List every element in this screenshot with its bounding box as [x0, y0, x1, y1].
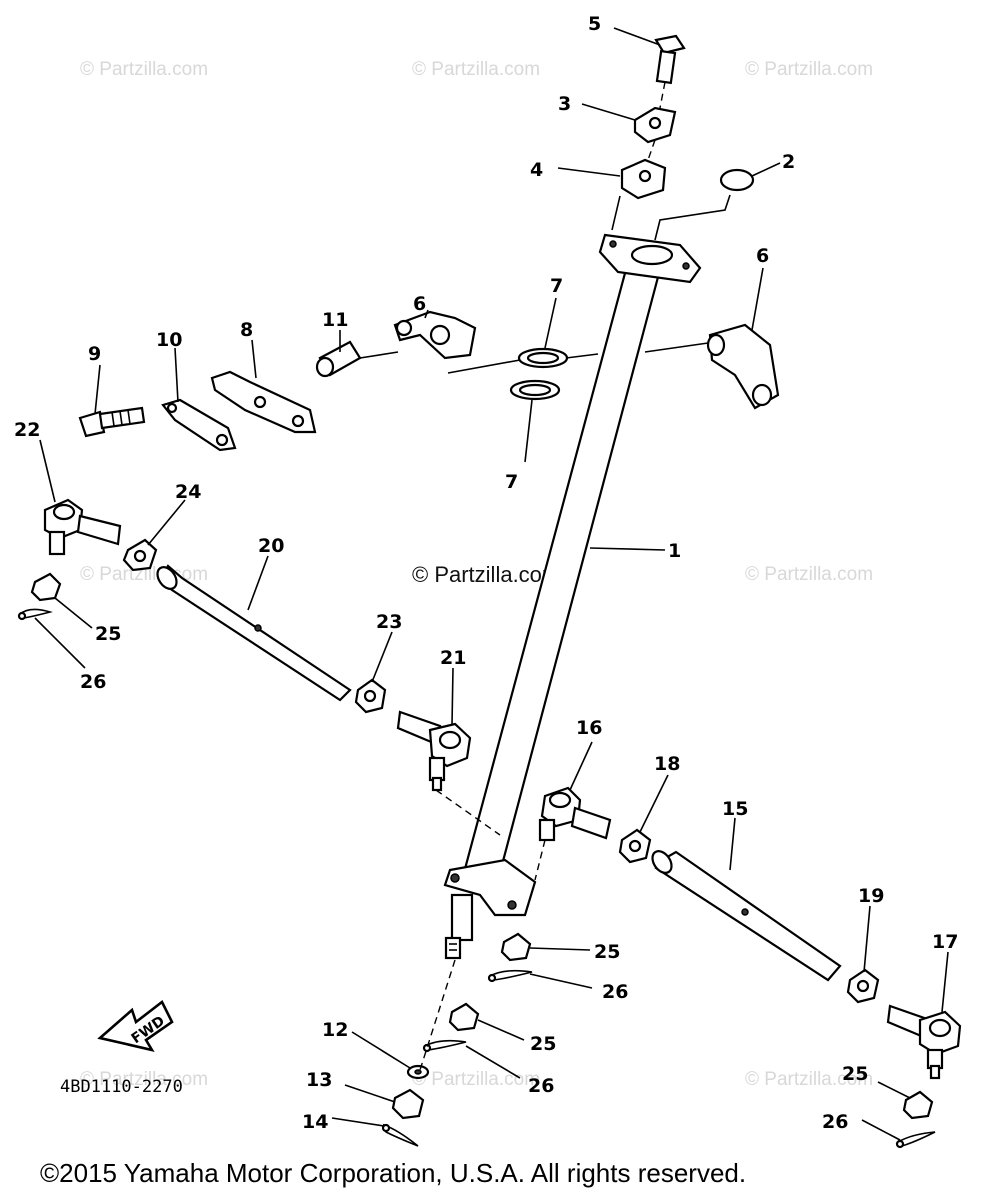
cotter-pin-part-14 [381, 1123, 419, 1147]
nut-part-19 [846, 968, 880, 1004]
callout-26: 26 [80, 671, 106, 693]
watermark: © Partzilla.com [745, 1069, 873, 1090]
nut-part-23 [354, 678, 387, 714]
callout-21: 21 [440, 647, 466, 669]
callout-13: 13 [306, 1069, 332, 1091]
callout-7: 7 [550, 275, 563, 297]
callout-18: 18 [654, 753, 680, 775]
cotter-pin-part-26-left [17, 608, 53, 621]
leader-lines [34, 27, 949, 1141]
collar-part-11 [315, 340, 362, 378]
tie-rod-end-part-16 [538, 786, 612, 842]
callout-16: 16 [576, 717, 602, 739]
callout-1: 1 [668, 540, 681, 562]
tie-rod-end-part-22 [43, 498, 122, 556]
watermark: © Partzilla.com [412, 59, 540, 80]
callout-15: 15 [722, 798, 748, 820]
tie-rod-part-15 [651, 850, 842, 982]
collar-part-6-left [393, 310, 477, 360]
diagram-code: 4BD1110-2270 [60, 1077, 183, 1097]
callout-6: 6 [413, 293, 426, 315]
nut-part-25-center-upper [500, 932, 532, 962]
callout-14: 14 [302, 1111, 328, 1133]
callout-17: 17 [932, 931, 958, 953]
watermark: © Partzilla.com [745, 564, 873, 585]
nut-part-13 [391, 1088, 425, 1120]
holder-part-4 [620, 158, 667, 200]
callout-6: 6 [756, 245, 769, 267]
nut-part-24 [122, 538, 158, 572]
callout-22: 22 [14, 419, 40, 441]
forward-arrow-icon: FWD [97, 1000, 174, 1052]
watermark: © Partzilla.com [80, 59, 208, 80]
nut-part-25-center-lower [448, 1002, 480, 1032]
watermark-center: © Partzilla.com [412, 562, 560, 587]
seal-ring-part-7-upper [517, 347, 569, 369]
callout-25: 25 [842, 1063, 868, 1085]
callout-10: 10 [156, 329, 182, 351]
tie-rod-part-20 [156, 564, 352, 702]
callout-4: 4 [530, 159, 543, 181]
plate-part-8 [210, 370, 317, 434]
callout-24: 24 [175, 481, 201, 503]
lock-washer-part-10 [161, 398, 237, 452]
callout-23: 23 [376, 611, 402, 633]
tie-rod-end-part-17 [886, 1004, 962, 1080]
callout-9: 9 [88, 343, 101, 365]
holder-part-3 [633, 106, 677, 144]
callout-20: 20 [258, 535, 284, 557]
bolt-part-5 [654, 34, 686, 85]
callout-12: 12 [322, 1019, 348, 1041]
seal-ring-part-7-lower [509, 379, 561, 401]
callout-3: 3 [558, 93, 571, 115]
tie-rod-end-part-21 [396, 710, 472, 792]
collar-part-6-right [706, 323, 780, 410]
callout-26: 26 [528, 1075, 554, 1097]
steering-column-shaft [443, 233, 702, 960]
callout-25: 25 [95, 623, 121, 645]
nut-part-25-left [30, 572, 62, 602]
callout-25: 25 [594, 941, 620, 963]
watermark: © Partzilla.com [412, 1069, 540, 1090]
watermark: © Partzilla.com [745, 59, 873, 80]
nut-part-25-right [902, 1090, 934, 1120]
callout-7: 7 [505, 471, 518, 493]
callout-26: 26 [602, 981, 628, 1003]
assembly-lines [419, 81, 666, 1071]
callout-8: 8 [240, 319, 253, 341]
callout-25: 25 [530, 1033, 556, 1055]
nut-part-18 [618, 828, 652, 864]
watermark: © Partzilla.com [80, 1069, 208, 1090]
cotter-pin-part-26-center-upper [487, 969, 533, 983]
callout-11: 11 [322, 309, 348, 331]
callout-2: 2 [782, 151, 795, 173]
callout-5: 5 [588, 13, 601, 35]
connector-lines [359, 194, 731, 374]
washer-part-12 [406, 1064, 430, 1080]
cotter-pin-part-26-right [895, 1131, 936, 1149]
cotter-pin-part-26-center-lower [422, 1039, 467, 1053]
cap-part-2 [719, 168, 755, 192]
callout-26: 26 [822, 1111, 848, 1133]
watermark-group: © Partzilla.com © Partzilla.com © Partzi… [80, 59, 873, 1090]
callout-19: 19 [858, 885, 884, 907]
bolt-part-9 [78, 406, 146, 438]
callout-labels: 5 3 4 2 6 6 7 7 11 8 10 9 22 24 20 1 25 … [14, 13, 958, 1133]
copyright-text: ©2015 Yamaha Motor Corporation, U.S.A. A… [40, 1158, 746, 1188]
